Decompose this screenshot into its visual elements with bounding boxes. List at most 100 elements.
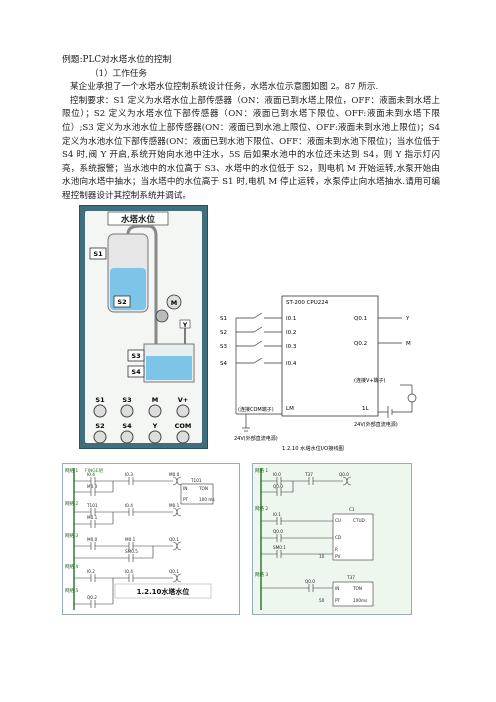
doc-paragraph-2: 控制要求：S1 定义为水塔水位上部传感器（ON：液面已到水塔上限位，OFF：液面… xyxy=(62,95,440,201)
ladder2-drawing: 网络 1 网络 2 网络 3 I0.0 T37 Q0.0 Q0.0 I0.1 Q… xyxy=(255,467,374,610)
input-addr-2: I0.2 xyxy=(286,330,296,336)
svg-text:PV: PV xyxy=(335,554,341,559)
terminal-m: M xyxy=(152,396,158,404)
svg-text:PT: PT xyxy=(183,497,189,502)
water-tower-figure: 水塔水位 S1 S2 M Y S3 S4 S1 S3 M V+ xyxy=(79,205,208,449)
svg-text:Q0.0: Q0.0 xyxy=(305,579,315,584)
pump-icon xyxy=(155,309,169,323)
input-group: S1 S2 S3 S4 I0.1 I0.2 I0.3 I0.4 xyxy=(220,316,297,367)
ladder2-network-labels: 网络 1 网络 2 网络 3 xyxy=(255,467,268,578)
wiring-drawing: ST-200 CPU224 S1 S2 S3 S4 I0.1 I0.2 I0.3… xyxy=(220,295,417,452)
io-wiring-diagram: ST-200 CPU224 S1 S2 S3 S4 I0.1 I0.2 I0.3… xyxy=(214,290,424,454)
svg-text:T101: T101 xyxy=(86,503,98,508)
one-l-label: 1L xyxy=(362,406,369,412)
svg-text:网络 5: 网络 5 xyxy=(65,587,78,594)
output-com-note: (连接V+端子) xyxy=(354,377,386,384)
sensor-s3-label: S3 xyxy=(131,352,140,360)
input-addr-1: I0.1 xyxy=(286,316,296,322)
input-s4: S4 xyxy=(220,361,227,367)
svg-text:Q0.1: Q0.1 xyxy=(169,537,179,542)
input-addr-4: I0.4 xyxy=(286,361,297,367)
ladder-diagram-1: 网络 1 FINGE组 网络 2 网络 3 网络 4 网络 5 I0.4 M0.… xyxy=(62,463,240,615)
svg-text:R: R xyxy=(335,547,338,552)
svg-text:M0.0: M0.0 xyxy=(87,537,98,542)
svg-text:SM0.5: SM0.5 xyxy=(125,549,138,554)
tank-title: 水塔水位 xyxy=(120,214,156,225)
svg-text:Q0.2: Q0.2 xyxy=(87,595,97,600)
svg-text:I0.4: I0.4 xyxy=(125,503,133,508)
pipe xyxy=(126,224,158,356)
doc-paragraph-1: 某企业承担了一个水塔水位控制系统设计任务，水塔水位示意图如图 2。87 所示. xyxy=(70,82,379,93)
svg-text:CD: CD xyxy=(335,535,341,540)
sensor-s1-box xyxy=(89,247,107,260)
input-addr-3: I0.3 xyxy=(286,344,297,350)
ladder1-network-labels: 网络 1 FINGE组 网络 2 网络 3 网络 4 网络 5 xyxy=(65,467,104,594)
svg-text:M0.1: M0.1 xyxy=(87,515,98,520)
terminal-y: Y xyxy=(152,422,158,430)
svg-text:Q0.0: Q0.0 xyxy=(273,484,283,489)
svg-text:网络 1: 网络 1 xyxy=(65,467,78,474)
terminal-s2: S2 xyxy=(95,422,104,430)
input-supply-label: 24V(外部直流电源) xyxy=(234,435,278,442)
svg-text:Q0.0: Q0.0 xyxy=(339,472,349,477)
svg-text:I0.2: I0.2 xyxy=(87,569,95,574)
pool-water xyxy=(146,356,192,380)
output-addr-2: Q0.2 xyxy=(354,341,367,347)
svg-text:50: 50 xyxy=(319,598,325,603)
ladder1-caption: 1.2.10水塔水位 xyxy=(137,587,190,596)
terminal-vplus: V+ xyxy=(178,396,188,404)
svg-text:网络 4: 网络 4 xyxy=(65,563,78,570)
svg-text:I0.4: I0.4 xyxy=(87,472,95,477)
terminal-s1: S1 xyxy=(95,396,105,404)
terminal-row-2: S2 S4 Y COM xyxy=(93,422,192,444)
plc-model: ST-200 CPU224 xyxy=(286,300,329,306)
svg-text:T37: T37 xyxy=(304,472,313,477)
sensor-s2-box xyxy=(113,295,131,308)
svg-text:M0.1: M0.1 xyxy=(169,503,180,508)
svg-text:IN: IN xyxy=(183,486,187,491)
svg-text:I0.1: I0.1 xyxy=(273,512,281,517)
output-group: Q0.1 Q0.2 Y M 1L xyxy=(354,316,411,412)
sensor-s4-box xyxy=(127,365,145,378)
sensor-s3-box xyxy=(127,349,145,362)
ladder2-rungs xyxy=(261,476,374,607)
svg-text:M0.0: M0.0 xyxy=(87,484,98,489)
svg-text:100ms: 100ms xyxy=(353,598,367,603)
output-addr-1: Q0.1 xyxy=(354,316,367,322)
document-body: 例题:PLC对水塔水位的控制 （1）工作任务 某企业承担了一个水塔水位控制系统设… xyxy=(62,54,440,204)
svg-text:10: 10 xyxy=(319,554,325,559)
ladder1-caption-box xyxy=(114,583,212,599)
svg-text:网络 3: 网络 3 xyxy=(65,532,78,539)
motor-icon xyxy=(166,294,182,310)
svg-text:M0.0: M0.0 xyxy=(169,472,180,477)
svg-text:IN: IN xyxy=(335,586,339,591)
svg-text:网络 2: 网络 2 xyxy=(65,500,78,507)
svg-text:网络 1: 网络 1 xyxy=(255,467,268,474)
output-y: Y xyxy=(405,316,410,322)
svg-text:T101: T101 xyxy=(190,478,202,483)
motor-label: M xyxy=(171,299,177,307)
input-com-note: (连接COM端子) xyxy=(238,406,274,413)
ladder1-addresses: I0.4 M0.0 I0.3 M0.0 T101 T101 I0.4 M0.1 … xyxy=(86,472,215,600)
output-m: M xyxy=(406,341,411,347)
svg-text:TON: TON xyxy=(352,586,362,591)
input-s1: S1 xyxy=(220,316,227,322)
ladder2-addresses: I0.0 T37 Q0.0 Q0.0 I0.1 Q0.0 SM0.1 C1 CU… xyxy=(273,472,367,603)
wiring-caption: 1.2.10 水塔水位I/O接线图 xyxy=(282,444,344,452)
svg-text:网络 2: 网络 2 xyxy=(255,505,268,512)
svg-text:I0.4: I0.4 xyxy=(125,569,133,574)
water-tower-drawing: 水塔水位 S1 S2 M Y S3 S4 S1 S3 M V+ xyxy=(89,211,195,444)
svg-text:C1: C1 xyxy=(349,507,355,512)
sensor-s1-label: S1 xyxy=(93,250,103,258)
ladder1-drawing: 网络 1 FINGE组 网络 2 网络 3 网络 4 网络 5 I0.4 M0.… xyxy=(65,467,215,610)
svg-text:I0.3: I0.3 xyxy=(125,472,133,477)
ladder1-rungs xyxy=(74,476,214,608)
input-lines xyxy=(235,312,282,432)
sensor-s4-label: S4 xyxy=(131,368,141,376)
terminal-com: COM xyxy=(175,422,192,430)
input-s3: S3 xyxy=(220,344,227,350)
ladder-diagram-2: 网络 1 网络 2 网络 3 I0.0 T37 Q0.0 Q0.0 I0.1 Q… xyxy=(252,463,412,615)
terminal-row-1: S1 S3 M V+ xyxy=(93,396,190,418)
plc-box xyxy=(281,295,379,417)
svg-text:SM0.1: SM0.1 xyxy=(273,545,286,550)
